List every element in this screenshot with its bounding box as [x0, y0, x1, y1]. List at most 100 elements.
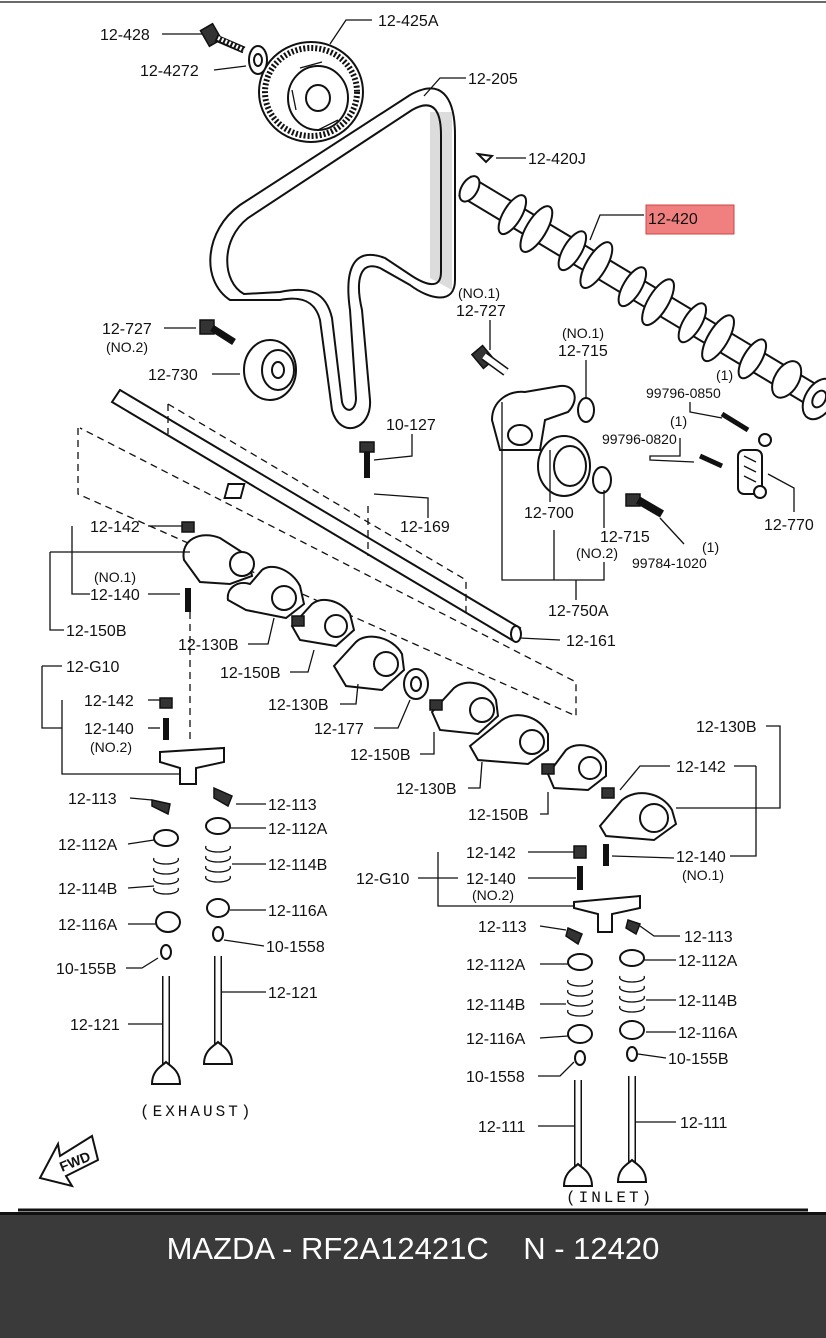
label-12-715-bottom: 12-715	[600, 529, 650, 546]
inlet-caption: (INLET)	[566, 1189, 654, 1207]
label-12-730: 12-730	[148, 367, 198, 384]
timing-belt	[209, 87, 456, 430]
label-1-a: (1)	[716, 367, 733, 383]
label-no2-c: (NO.2)	[90, 739, 132, 755]
tensioner-washers	[577, 397, 612, 494]
rocker-arm-8	[598, 787, 678, 842]
label-12-g10-a: 12-G10	[66, 659, 119, 676]
label-12-113-b: 12-113	[268, 797, 317, 814]
part-number-caption: MAZDA - RF2A12421C N - 12420	[166, 1231, 660, 1266]
label-12-113-a: 12-113	[68, 791, 117, 808]
label-12-428: 12-428	[100, 27, 150, 44]
label-10-127: 10-127	[386, 417, 436, 434]
label-12-112a-c: 12-112A	[466, 957, 526, 974]
label-12-150b-b: 12-150B	[220, 665, 281, 682]
forward-arrow-icon: FWD	[38, 1134, 100, 1188]
rocker-arm-6	[468, 714, 549, 766]
label-12-g10-b: 12-G10	[356, 871, 409, 888]
inlet-valve-left	[562, 926, 594, 1187]
label-12-114b-d: 12-114B	[678, 993, 737, 1010]
rocker-arm-4	[332, 635, 406, 692]
label-99796-0850: 99796-0850	[646, 385, 721, 401]
label-12-727-top: 12-727	[456, 303, 506, 320]
label-12-425a: 12-425A	[378, 13, 439, 30]
camshaft-pulley	[258, 41, 364, 143]
shaft-spring-washer	[403, 668, 429, 700]
rocker-shaft-dashed-outline	[77, 403, 577, 740]
highlight-box	[645, 204, 735, 235]
rocker-arm-2	[226, 565, 306, 620]
tensioner-pulley	[537, 435, 591, 497]
label-12-150b-d: 12-150B	[468, 807, 529, 824]
rocker-arm-7	[541, 744, 607, 792]
exhaust-caption: (EXHAUST)	[140, 1103, 253, 1121]
label-99796-0820: 99796-0820	[602, 431, 677, 447]
label-12-113-d: 12-113	[684, 929, 733, 946]
label-10-1558-b: 10-1558	[466, 1069, 525, 1086]
exhaust-valve-right	[202, 786, 234, 1065]
label-12-112a-a: 12-112A	[58, 837, 118, 854]
label-12-142-d: 12-142	[466, 845, 516, 862]
label-99784-1020: 99784-1020	[632, 555, 707, 571]
rocker-arm-3	[290, 598, 356, 648]
label-12-420-highlighted: 12-420	[648, 211, 698, 228]
label-no2-a: (NO.2)	[106, 339, 148, 355]
label-12-116a-b: 12-116A	[268, 903, 328, 920]
label-1-c: (1)	[702, 539, 719, 555]
exhaust-valve-left	[150, 799, 182, 1085]
footer-bar: MAZDA - RF2A12421C N - 12420	[0, 1212, 826, 1338]
label-no2-b: (NO.2)	[576, 545, 618, 561]
small-bolts	[625, 411, 750, 518]
label-12-715-top: 12-715	[558, 343, 608, 360]
label-12-770: 12-770	[764, 517, 814, 534]
label-12-114b-b: 12-114B	[268, 857, 327, 874]
part-labels: 12-428 12-425A 12-4272 12-205 12-420J 12…	[56, 13, 814, 1207]
label-12-4272: 12-4272	[140, 63, 199, 80]
label-12-121-b: 12-121	[268, 985, 318, 1002]
exhaust-bridge	[159, 697, 225, 785]
rocker-arm-5	[429, 681, 500, 736]
pulley-washer	[248, 45, 268, 75]
label-12-112a-d: 12-112A	[678, 953, 738, 970]
label-12-169: 12-169	[400, 519, 450, 536]
label-12-121-a: 12-121	[70, 1017, 120, 1034]
label-no1-d: (NO.1)	[682, 867, 724, 883]
rocker-shaft	[110, 388, 522, 643]
idler-bolt	[199, 319, 236, 345]
leader-lines	[41, 19, 795, 1127]
label-no1-c: (NO.1)	[94, 569, 136, 585]
shaft-bolt	[223, 441, 375, 499]
label-12-114b-c: 12-114B	[466, 997, 525, 1014]
tensioner-bracket	[490, 384, 576, 451]
label-12-150b-c: 12-150B	[350, 747, 411, 764]
label-12-142-b: 12-142	[84, 693, 134, 710]
label-12-130b-d: 12-130B	[396, 781, 457, 798]
label-10-1558-a: 10-1558	[266, 939, 325, 956]
label-12-112a-b: 12-112A	[268, 821, 328, 838]
label-12-114b-a: 12-114B	[58, 881, 117, 898]
label-12-750a: 12-750A	[548, 603, 609, 620]
pulley-bolt	[199, 22, 246, 54]
label-12-113-c: 12-113	[478, 919, 527, 936]
label-12-111-b: 12-111	[680, 1115, 728, 1132]
diagram-svg: FWD	[0, 1, 826, 1212]
idler-pulley	[243, 339, 297, 401]
label-10-155b-a: 10-155B	[56, 961, 117, 978]
label-12-177: 12-177	[314, 721, 364, 738]
label-12-116a-d: 12-116A	[678, 1025, 738, 1042]
tensioner-bolt	[470, 344, 509, 376]
label-12-420j: 12-420J	[528, 151, 586, 168]
inlet-bridge	[573, 844, 641, 933]
label-12-140-b: 12-140	[84, 721, 134, 738]
label-12-142-c: 12-142	[676, 759, 726, 776]
label-no2-d: (NO.2)	[472, 887, 514, 903]
label-12-116a-a: 12-116A	[58, 917, 118, 934]
tensioner-spring	[737, 433, 772, 499]
label-no1-a: (NO.1)	[458, 285, 500, 301]
label-12-130b-c: 12-130B	[696, 719, 757, 736]
label-12-150b-a: 12-150B	[66, 623, 127, 640]
camshaft-key	[475, 152, 495, 164]
label-no1-b: (NO.1)	[562, 325, 604, 341]
inlet-valve-right	[616, 919, 648, 1183]
label-12-161: 12-161	[566, 633, 616, 650]
